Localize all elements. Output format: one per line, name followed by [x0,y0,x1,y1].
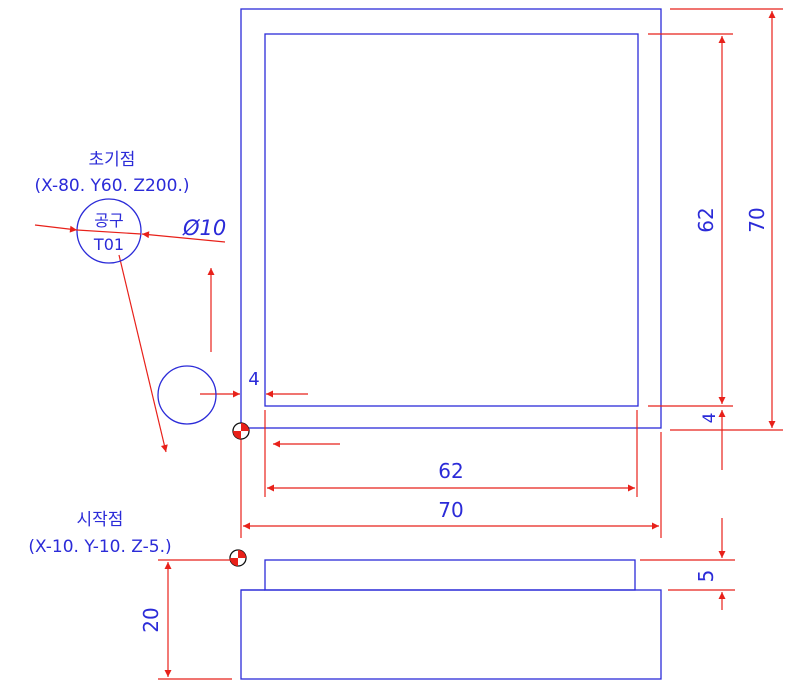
dim-stock-height: 20 [139,559,232,680]
tool-diameter-label: Ø10 [182,216,226,240]
start-point-coords: (X-10. Y-10. Z-5.) [28,537,171,557]
origin-symbol-top [232,422,250,440]
dim-offset-bottom: 4 [700,410,726,470]
dim-inner-width: 62 [264,410,638,497]
dim-outer-width: 70 [240,432,662,538]
dim-offset-bottom-label: 4 [700,413,720,424]
dim-outer-height: 70 [670,8,783,431]
dim-stock-height-label: 20 [139,607,163,632]
tool-name-label: 공구 [94,211,123,230]
side-stock [240,589,662,680]
tool-number-label: T01 [93,235,124,254]
dim-offset-left: 4 [200,369,308,398]
dim-inner-width-label: 62 [438,459,463,483]
side-pocket [264,559,636,591]
dim-inner-height: 62 [648,33,733,407]
initial-point-coords: (X-80. Y60. Z200.) [35,176,190,196]
stock-outline [240,8,662,429]
dim-offset-left-label: 4 [248,369,259,390]
top-view [240,8,662,429]
start-point-title: 시작점 [77,510,124,530]
path-arrow-down [118,254,168,453]
initial-point-title: 초기점 [89,150,136,170]
tool-start-circle [157,365,217,425]
dim-pocket-depth-label: 5 [694,570,718,583]
tool-initial: 공구 T01 Ø10 [34,198,226,264]
dim-inner-height-label: 62 [694,207,718,232]
dim-outer-width-label: 70 [438,498,463,522]
origin-symbol-side [229,549,247,567]
dim-pocket-depth: 5 [640,518,735,610]
pocket-outline [264,33,639,407]
tool-initial-circle [76,198,142,264]
side-view [240,559,662,680]
tool-path [118,254,340,453]
dim-outer-height-label: 70 [745,207,769,232]
